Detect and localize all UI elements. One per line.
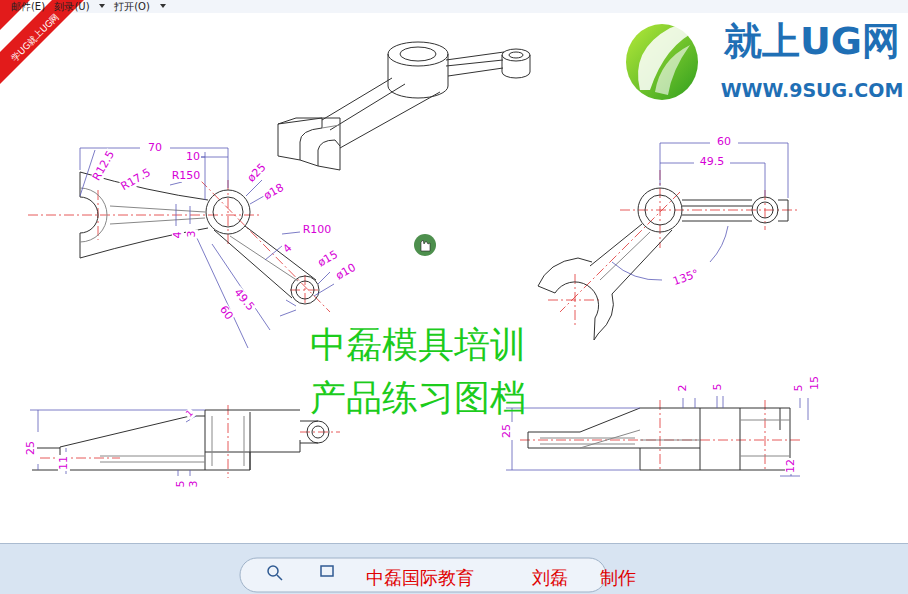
dimension: 11 <box>58 455 70 471</box>
dimension: 3 <box>188 480 200 489</box>
watermark: 产品练习图档 <box>310 378 526 418</box>
top-right-view <box>538 143 800 340</box>
dimension: 12 <box>785 458 797 474</box>
dimension: 25 <box>501 423 513 439</box>
dimension: 10 <box>185 151 201 163</box>
watermark: 中磊模具培训 <box>310 325 526 365</box>
isometric-view <box>278 42 530 170</box>
logo-leaf <box>626 24 698 100</box>
credit-text: 制作 <box>600 568 636 588</box>
top-left-view <box>28 148 334 348</box>
viewer-toolbar <box>0 543 908 594</box>
dimension: ø25 <box>245 161 270 186</box>
toolbar-icons <box>268 566 333 580</box>
credit-text: 刘磊 <box>532 568 568 588</box>
dimension: 5 <box>712 383 724 392</box>
dimension: 5 <box>175 480 187 489</box>
dimension: ø15 <box>315 248 341 270</box>
dimension: 15 <box>809 375 821 391</box>
dimension: 4 <box>172 231 184 240</box>
menu-item: 刻录(U) <box>54 1 89 12</box>
dimension: 25 <box>25 440 37 456</box>
menu-item: 打开(O) <box>114 1 150 12</box>
dimension: 2 <box>677 384 689 393</box>
dimension: 70 <box>147 142 163 154</box>
dimension: R150 <box>171 170 202 182</box>
dimension: 60 <box>716 136 732 148</box>
dimension: 49.5 <box>699 156 726 168</box>
dimension: 60 <box>216 303 235 323</box>
hand-cursor <box>414 234 436 256</box>
dimension: 3 <box>186 230 198 239</box>
corner-ribbon <box>0 0 84 84</box>
credit-text: 中磊国际教育 <box>366 568 474 588</box>
dimension: ø10 <box>333 261 359 283</box>
dimension: ø18 <box>261 181 287 203</box>
dimension: 135° <box>671 267 702 288</box>
side-view <box>506 396 808 476</box>
dimension: 49.5 <box>231 286 257 314</box>
dimension: R100 <box>302 224 333 236</box>
menu-bar <box>0 0 908 13</box>
toolbar-pill <box>240 558 606 592</box>
front-view <box>30 405 340 478</box>
logo-text: 就上UG网 <box>724 21 900 63</box>
logo-url: WWW.9SUG.COM <box>721 80 904 101</box>
dimension: 5 <box>793 384 805 393</box>
